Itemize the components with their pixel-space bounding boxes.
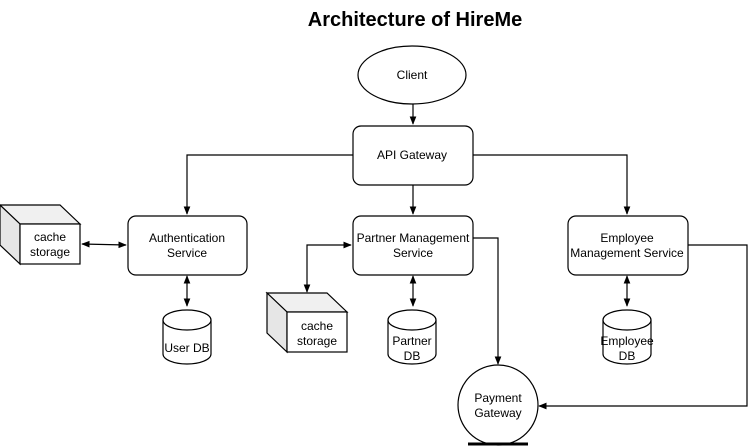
partner-db-top [387,309,437,331]
client-ellipse [357,45,467,105]
employee-service-box [567,215,689,276]
employee-db: Employee DB [600,309,654,365]
employee-service-label-line1: Employee [600,231,654,245]
employee-service-label-line2: Management Service [570,246,684,260]
api-gateway-node: API Gateway [352,125,474,186]
cache-storage-middle: cache storage [265,291,349,354]
partner-db: Partner DB [387,309,437,365]
auth-service-label-line1: Authentication [149,231,225,245]
partner-db-body [387,320,437,365]
partner-service-box [352,215,474,276]
edge-partner-service-cache-middle [303,241,352,293]
edge-api-gateway-to-employee-service [473,154,631,215]
cache-middle-front-face [286,311,348,353]
edge-auth-service-cache-left [81,240,127,249]
payment-gateway-node: Payment Gateway [457,364,539,446]
cache-middle-label-line1: cache [301,319,333,333]
employee-db-label-line1: Employee [600,334,654,348]
employee-service-node: Employee Management Service [567,215,689,276]
auth-service-box [127,215,248,276]
employee-db-label-line2: DB [619,349,636,363]
cache-left-label-line1: cache [34,230,66,244]
partner-db-label-line1: Partner [392,334,431,348]
cache-middle-label-line2: storage [297,334,337,348]
cache-left-label-line2: storage [30,245,70,259]
partner-service-label-line1: Partner Management [357,231,470,245]
api-gateway-label: API Gateway [377,148,447,162]
api-gateway-box [352,125,474,186]
auth-service-label-line2: Service [167,246,207,260]
edge-partner-service-to-payment-gateway [473,237,502,365]
edges [81,104,748,410]
client-label: Client [397,68,428,82]
user-db-body [162,320,212,365]
payment-gateway-label-line1: Payment [474,391,522,405]
employee-db-top [602,309,652,331]
employee-db-body [602,320,652,365]
partner-service-node: Partner Management Service [352,215,474,276]
cache-storage-left: cache storage [0,204,82,266]
payment-gateway-label-line2: Gateway [474,406,521,420]
auth-service-node: Authentication Service [127,215,248,276]
partner-db-label-line2: DB [404,349,421,363]
user-db-top [162,309,212,331]
user-db: User DB [162,309,212,365]
cache-left-front-face [19,223,81,265]
diagram-title: Architecture of HireMe [308,9,523,31]
user-db-label: User DB [164,341,209,355]
client-node: Client [357,45,467,105]
edge-api-gateway-to-auth-service [183,154,353,215]
edge-employee-service-to-payment-gateway [538,244,748,410]
partner-service-label-line2: Service [393,246,433,260]
payment-gateway-circle [457,364,539,446]
